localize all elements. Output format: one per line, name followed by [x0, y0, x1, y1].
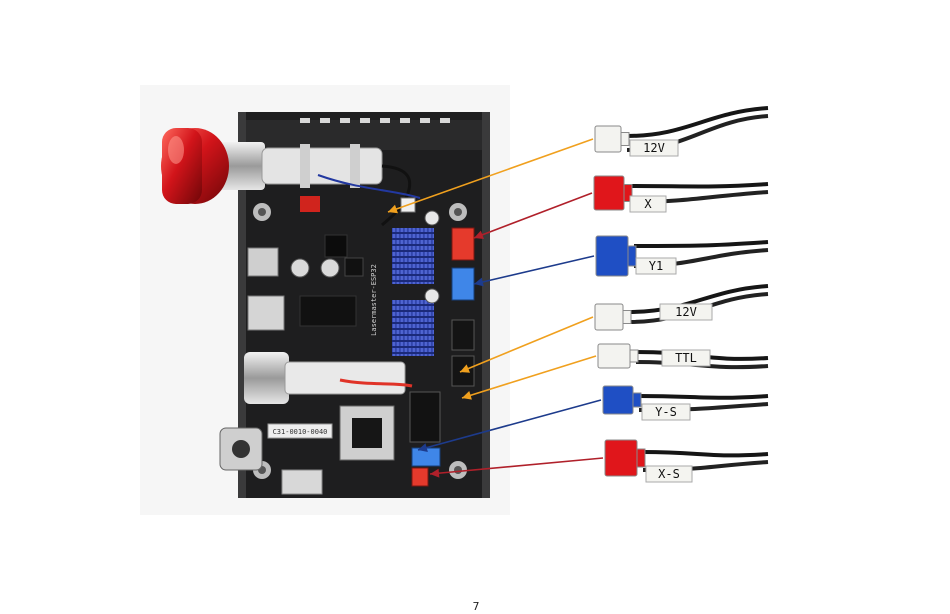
serial-sticker-text: C31-0010-0040: [273, 428, 328, 436]
connector-plug: [595, 126, 621, 152]
connector-plug: [595, 304, 623, 330]
cable-label: 12V: [675, 305, 697, 319]
red-jumper: [300, 196, 320, 212]
board-x-s-port: [412, 468, 428, 486]
cable-wire: [627, 108, 768, 136]
cable-ttl: TTL: [598, 344, 768, 368]
cable-label: Y1: [649, 259, 663, 273]
cable-wire: [639, 396, 768, 398]
stepper-driver-heatsink-2: [392, 300, 434, 356]
connector-plug: [594, 176, 624, 210]
connector-plug: [598, 344, 630, 368]
cable-wire: [634, 242, 768, 246]
cable-label: TTL: [675, 351, 697, 365]
board-silkscreen-model: Lasermaster-ESP32: [370, 264, 378, 336]
cable-wire: [630, 184, 768, 187]
connector-plug: [596, 236, 628, 276]
connector-plug: [603, 386, 633, 414]
cable-y-s: Y-S: [603, 386, 768, 420]
connector-plug: [605, 440, 637, 476]
cable-label: 12V: [643, 141, 665, 155]
page-number: 7: [456, 600, 496, 614]
cable-label: X: [644, 197, 652, 211]
cable-label: Y-S: [655, 405, 677, 419]
cable-x-s: X-S: [605, 440, 768, 482]
cable-12v-mid: 12V: [595, 286, 768, 330]
stepper-driver-heatsink-1: [392, 228, 434, 284]
cable-wire: [643, 452, 768, 455]
cable-y1: Y1: [596, 236, 768, 276]
cable-label: X-S: [658, 467, 680, 481]
board-12v-mid-port: [452, 320, 474, 350]
board-x-port: [452, 228, 474, 260]
cable-connectors: 12V X Y1 12V TTL Y-S X-S: [594, 108, 768, 482]
usb-port: [248, 296, 284, 330]
cable-x: X: [594, 176, 768, 212]
board-y1-port: [452, 268, 474, 300]
cable-12v-top: 12V: [595, 108, 768, 156]
